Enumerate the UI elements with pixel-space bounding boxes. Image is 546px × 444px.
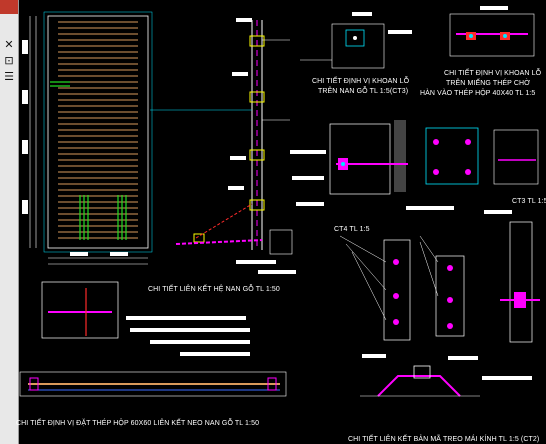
label-detail-drill-steel-sub2: HÀN VÀO THÉP HỘP 40X40 TL 1:5 [420,90,536,97]
detail-box-steel-beam [19,371,287,397]
label-wood-connect: CHI TIẾT LIÊN KẾT HỆ NAN GỖ TL 1:50 [148,286,280,293]
window-accent-bar [0,0,18,14]
label-ct3: CT3 TL 1:5 [512,198,546,205]
detail-plate-ct3 [290,120,539,214]
close-icon[interactable]: ✕ [4,38,14,51]
label-detail-drill-wood-sub: TRÊN NAN GỖ TL 1:5(CT3) [318,88,409,95]
elevation-wood-slats [22,11,153,265]
label-glass-connect: CHI TIẾT LIÊN KẾT BẢN MÃ TREO MÁI KÍNH T… [348,436,540,443]
detail-ct4 [339,221,540,343]
section-column [150,18,296,274]
detail-drill-wood [300,12,412,69]
label-detail-drill-wood: CHI TIẾT ĐỊNH VỊ KHOAN LỖ [312,78,410,85]
detail-glass-bracket [360,354,532,397]
detail-wood-connection [41,281,250,356]
panel-icon[interactable]: ⊡ [4,54,14,67]
label-detail-drill-steel-sub1: TRÊN MIẾNG THÉP CHỜ [446,80,531,87]
detail-drill-steel [449,6,535,57]
label-box-steel: CHI TIẾT ĐỊNH VỊ ĐẶT THÉP HỘP 60X60 LIÊN… [16,420,260,427]
layers-icon[interactable]: ☰ [4,70,14,83]
label-ct4: CT4 TL 1:5 [334,226,370,233]
label-detail-drill-steel: CHI TIẾT ĐỊNH VỊ KHOAN LỖ [444,70,542,77]
left-toolbar: ✕ ⊡ ☰ [0,0,19,444]
